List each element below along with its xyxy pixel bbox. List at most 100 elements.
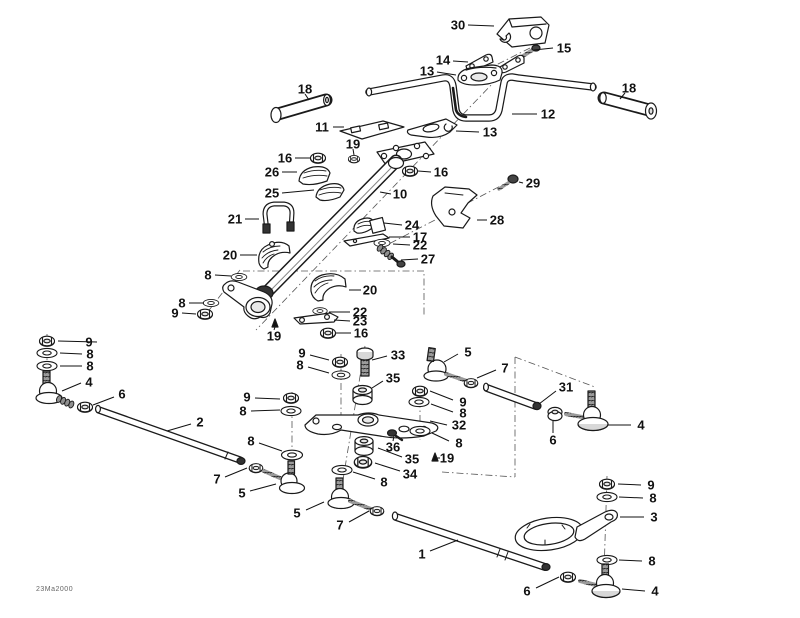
- bolt-29: [497, 174, 519, 191]
- nut-7-bottom-center: [369, 506, 385, 517]
- nut-16-right: [401, 165, 419, 177]
- part-label-11-8: 11: [315, 120, 329, 135]
- washer-8-left-3: [280, 449, 304, 461]
- part-label-36-52: 36: [386, 440, 400, 455]
- part-label-14-2: 14: [436, 53, 451, 68]
- clamp-plate-17: [343, 233, 390, 247]
- leader-line-34-55: [374, 462, 401, 472]
- part-label-7-59: 7: [336, 518, 343, 533]
- leader-line-8-56: [352, 471, 376, 480]
- tie-rod-end-4-right: [564, 390, 609, 432]
- part-label-13-3: 13: [420, 64, 434, 79]
- part-label-1-67: 1: [418, 547, 425, 562]
- nut-9-bottom-right: [598, 478, 616, 490]
- part-label-8-56: 8: [380, 475, 387, 490]
- part-label-29-15: 29: [526, 176, 540, 191]
- part-label-16-29: 16: [354, 326, 368, 341]
- link-plate-23: [293, 312, 339, 325]
- part-label-5-41: 5: [238, 486, 245, 501]
- leader-line-5-46: [443, 353, 459, 363]
- part-label-9-26: 9: [171, 306, 178, 321]
- leader-line-19-9: [352, 148, 355, 156]
- part-label-6-35: 6: [118, 387, 125, 402]
- nut-9-arm: [196, 308, 214, 320]
- nut-9-center-left: [282, 392, 300, 404]
- leader-line-14-2: [452, 60, 469, 63]
- bushing-35-upper: [352, 384, 373, 406]
- leader-line-13-7: [455, 130, 480, 133]
- part-label-4-61: 4: [637, 418, 645, 433]
- part-label-6-68: 6: [523, 584, 530, 599]
- bushing-20-right: [310, 273, 347, 302]
- washer-8-center: [331, 370, 351, 380]
- leader-line-32-50: [429, 420, 448, 426]
- handlebar: [365, 73, 597, 122]
- part-label-32-50: 32: [452, 418, 466, 433]
- leader-line-9-31: [57, 340, 98, 343]
- part-label-24-18: 24: [405, 218, 420, 233]
- part-label-4-34: 4: [85, 375, 93, 390]
- ring-arm-3: [514, 509, 618, 552]
- part-label-26-11: 26: [265, 165, 279, 180]
- leader-line-25-13: [281, 189, 315, 194]
- leader-line-9-48: [429, 390, 454, 401]
- part-label-8-23: 8: [204, 268, 211, 283]
- nut-7-left: [248, 463, 264, 474]
- part-label-10-14: 10: [393, 187, 407, 202]
- washer-8-left-2: [36, 360, 58, 372]
- leader-line-15-1: [533, 47, 554, 51]
- leader-line-24-18: [383, 222, 403, 226]
- washer-8-center-left: [280, 405, 302, 417]
- washer-8-right-center-2: [409, 425, 431, 437]
- washer-8-arm-bottom: [202, 298, 220, 308]
- support-bracket: [339, 120, 405, 140]
- part-label-9-48: 9: [459, 395, 466, 410]
- part-label-8-49: 8: [459, 406, 466, 421]
- nut-34: [353, 455, 373, 469]
- leader-line-13-3: [436, 71, 457, 76]
- part-label-3-64: 3: [650, 510, 657, 525]
- column-clamp-24: [353, 216, 387, 234]
- part-label-16-12: 16: [434, 165, 448, 180]
- leader-line-2-36: [166, 423, 192, 432]
- leader-line-8-43: [307, 366, 330, 374]
- part-label-35-54: 35: [405, 452, 419, 467]
- leader-line-8-23: [214, 274, 232, 277]
- leader-line-9-62: [617, 483, 642, 486]
- part-label-12-5: 12: [541, 107, 555, 122]
- pin-19-arm: [271, 318, 279, 328]
- leader-line-4-34: [61, 382, 82, 392]
- leader-line-27-21: [400, 258, 419, 261]
- bolt-33: [356, 347, 374, 377]
- nut-16-left: [309, 152, 327, 164]
- part-label-21-17: 21: [228, 212, 242, 227]
- leader-line-7-47: [476, 369, 497, 379]
- leader-line-18-6: [619, 92, 626, 100]
- leader-line-8-49: [430, 403, 454, 413]
- leader-line-33-44: [371, 355, 388, 361]
- leader-line-8-32: [59, 352, 83, 355]
- part-label-8-38: 8: [239, 404, 246, 419]
- leader-line-31-57: [538, 390, 557, 405]
- leader-line-9-37: [254, 397, 281, 400]
- part-label-28-16: 28: [490, 213, 504, 228]
- leader-line-18-4: [304, 93, 310, 101]
- part-label-6-60: 6: [549, 433, 556, 448]
- part-label-18-6: 18: [622, 81, 636, 96]
- leader-line-6-68: [535, 576, 560, 589]
- leader-line-8-38: [250, 409, 281, 412]
- part-label-9-37: 9: [243, 390, 250, 405]
- riser-clamp-block: [496, 16, 550, 48]
- part-label-9-42: 9: [298, 346, 305, 361]
- part-label-8-63: 8: [649, 491, 656, 506]
- nut-6-left: [76, 401, 94, 413]
- leader-line-30-0: [467, 24, 495, 27]
- part-label-9-31: 9: [85, 335, 92, 350]
- pitman-arm: [222, 280, 273, 320]
- clamp-half-26: [298, 166, 331, 186]
- leader-line-5-41: [249, 483, 277, 492]
- bolt-36: [386, 429, 404, 442]
- part-label-8-65: 8: [648, 554, 655, 569]
